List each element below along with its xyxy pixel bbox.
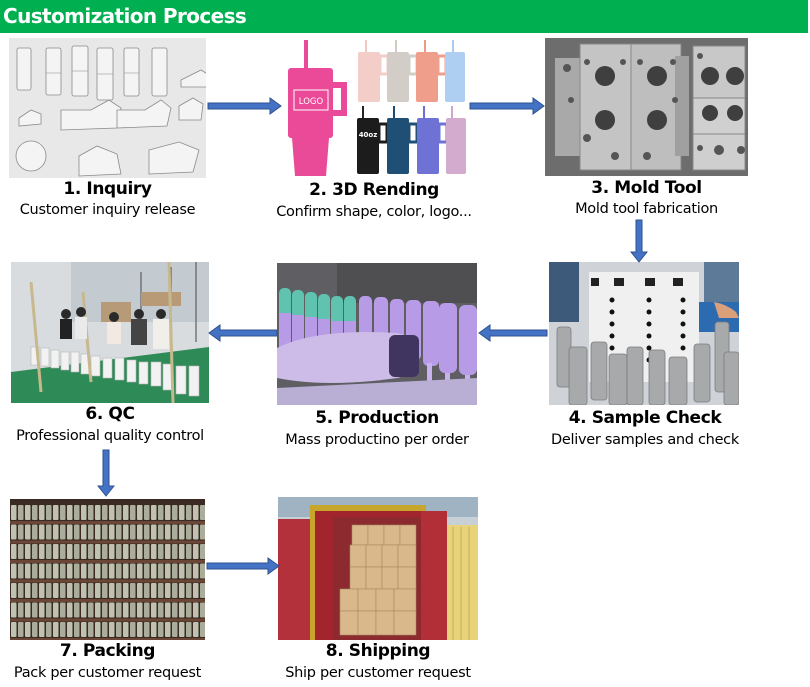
arrow-right-1-to-2 xyxy=(207,97,282,115)
header-bar: Customization Process xyxy=(0,0,808,33)
arrow-left-5-to-6 xyxy=(208,324,278,342)
step-5-image xyxy=(277,263,477,405)
arrow-down-3-to-4 xyxy=(630,219,648,263)
step-4-title: 4. Sample Check xyxy=(568,408,722,428)
step-5-desc: Mass productino per order xyxy=(285,432,469,448)
step-7-title: 7. Packing xyxy=(59,641,156,661)
step-7-image xyxy=(10,499,205,640)
logo-label: LOGO xyxy=(299,97,324,107)
step-8-image xyxy=(278,497,478,640)
step-1-desc: Customer inquiry release xyxy=(19,202,196,218)
step-6-title: 6. QC xyxy=(85,404,135,424)
step-6-image xyxy=(11,262,209,403)
arrow-down-6-to-7 xyxy=(97,449,115,497)
capacity-label: 40oz xyxy=(359,131,378,139)
arrow-right-2-to-3 xyxy=(469,97,545,115)
arrow-left-4-to-5 xyxy=(478,324,548,342)
arrow-right-7-to-8 xyxy=(206,557,280,575)
step-4-desc: Deliver samples and check xyxy=(551,432,739,448)
page-title: Customization Process xyxy=(3,4,247,28)
step-7-desc: Pack per customer request xyxy=(13,665,202,681)
step-6-desc: Professional quality control xyxy=(16,428,204,444)
step-3-title: 3. Mold Tool xyxy=(591,178,702,198)
step-2-image: LOGO 40oz xyxy=(280,38,468,178)
step-4-image xyxy=(549,262,739,405)
step-2-title: 2. 3D Rending xyxy=(309,180,439,200)
step-1-image xyxy=(9,38,206,178)
step-5-title: 5. Production xyxy=(315,408,439,428)
step-8-desc: Ship per customer request xyxy=(285,665,471,681)
step-3-desc: Mold tool fabrication xyxy=(575,201,718,217)
step-1-title: 1. Inquiry xyxy=(63,179,152,199)
step-2-desc: Confirm shape, color, logo... xyxy=(276,204,472,220)
step-8-title: 8. Shipping xyxy=(325,641,431,661)
step-3-image xyxy=(545,38,748,176)
